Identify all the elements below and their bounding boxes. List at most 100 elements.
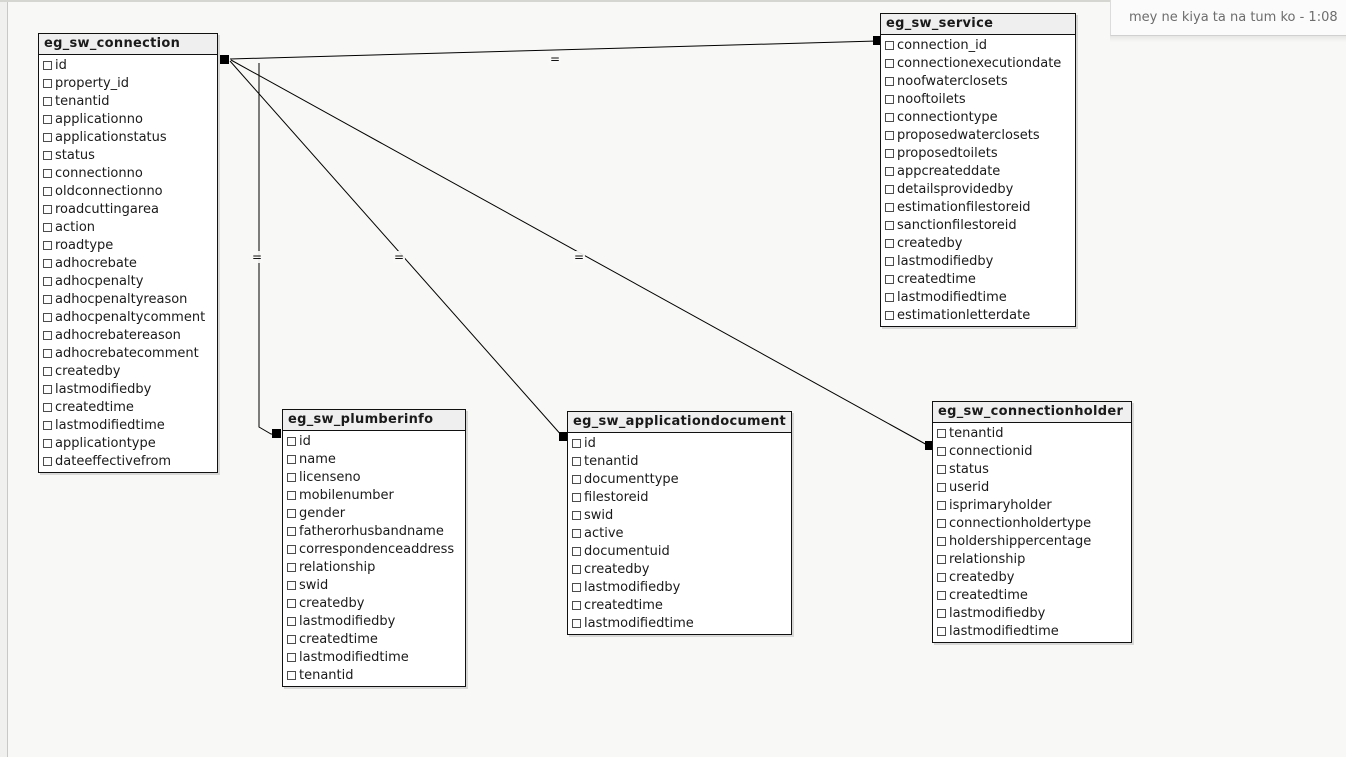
column-square-icon (287, 454, 296, 464)
field-row[interactable]: createdtime (933, 586, 1131, 604)
field-row[interactable]: userid (933, 478, 1131, 496)
field-row[interactable]: swid (283, 576, 465, 594)
field-row[interactable]: filestoreid (568, 488, 791, 506)
field-row[interactable]: id (39, 56, 217, 74)
field-row[interactable]: documenttype (568, 470, 791, 488)
field-row[interactable]: adhocpenaltyreason (39, 290, 217, 308)
field-row[interactable]: lastmodifiedby (881, 252, 1075, 270)
field-row[interactable]: status (39, 146, 217, 164)
field-row[interactable]: lastmodifiedtime (283, 648, 465, 666)
column-square-icon (43, 294, 52, 304)
field-row[interactable]: createdby (933, 568, 1131, 586)
field-row[interactable]: status (933, 460, 1131, 478)
field-row[interactable]: createdby (881, 234, 1075, 252)
field-row[interactable]: documentuid (568, 542, 791, 560)
field-row[interactable]: lastmodifiedtime (568, 614, 791, 632)
entity-title-eg_sw_plumberinfo: eg_sw_plumberinfo (283, 410, 465, 431)
field-row[interactable]: connection_id (881, 36, 1075, 54)
field-row[interactable]: roadcuttingarea (39, 200, 217, 218)
field-row[interactable]: adhocrebatecomment (39, 344, 217, 362)
field-row[interactable]: lastmodifiedby (568, 578, 791, 596)
column-square-icon (885, 58, 894, 68)
field-row[interactable]: relationship (933, 550, 1131, 568)
field-row[interactable]: estimationfilestoreid (881, 198, 1075, 216)
column-square-icon (43, 258, 52, 268)
column-square-icon (43, 312, 52, 322)
field-row[interactable]: lastmodifiedtime (881, 288, 1075, 306)
field-row[interactable]: adhocpenalty (39, 272, 217, 290)
field-row[interactable]: createdtime (881, 270, 1075, 288)
field-row[interactable]: proposedtoilets (881, 144, 1075, 162)
field-row[interactable]: createdtime (283, 630, 465, 648)
field-row[interactable]: proposedwaterclosets (881, 126, 1075, 144)
field-row[interactable]: action (39, 218, 217, 236)
field-row[interactable]: connectiontype (881, 108, 1075, 126)
field-row[interactable]: tenantid (933, 424, 1131, 442)
field-row[interactable]: applicationstatus (39, 128, 217, 146)
field-row[interactable]: id (283, 432, 465, 450)
field-row[interactable]: licenseno (283, 468, 465, 486)
field-row[interactable]: id (568, 434, 791, 452)
field-row[interactable]: adhocrebatereason (39, 326, 217, 344)
field-row[interactable]: connectionid (933, 442, 1131, 460)
field-row[interactable]: mobilenumber (283, 486, 465, 504)
field-name: userid (949, 479, 990, 495)
field-row[interactable]: lastmodifiedtime (39, 416, 217, 434)
field-row[interactable]: applicationno (39, 110, 217, 128)
field-row[interactable]: adhocrebate (39, 254, 217, 272)
field-row[interactable]: roadtype (39, 236, 217, 254)
field-row[interactable]: adhocpenaltycomment (39, 308, 217, 326)
field-row[interactable]: holdershippercentage (933, 532, 1131, 550)
column-square-icon (937, 572, 946, 582)
column-square-icon (885, 166, 894, 176)
column-square-icon (885, 184, 894, 194)
field-row[interactable]: createdtime (39, 398, 217, 416)
field-row[interactable]: isprimaryholder (933, 496, 1131, 514)
field-row[interactable]: createdtime (568, 596, 791, 614)
field-row[interactable]: connectionholdertype (933, 514, 1131, 532)
field-row[interactable]: createdby (39, 362, 217, 380)
field-row[interactable]: applicationtype (39, 434, 217, 452)
field-name: connection_id (897, 37, 987, 53)
field-row[interactable]: oldconnectionno (39, 182, 217, 200)
field-name: detailsprovidedby (897, 181, 1014, 197)
field-row[interactable]: lastmodifiedby (283, 612, 465, 630)
field-row[interactable]: name (283, 450, 465, 468)
field-row[interactable]: noofwaterclosets (881, 72, 1075, 90)
field-row[interactable]: correspondenceaddress (283, 540, 465, 558)
field-row[interactable]: lastmodifiedtime (933, 622, 1131, 640)
field-row[interactable]: connectionno (39, 164, 217, 182)
field-row[interactable]: nooftoilets (881, 90, 1075, 108)
field-row[interactable]: tenantid (39, 92, 217, 110)
field-row[interactable]: property_id (39, 74, 217, 92)
field-row[interactable]: tenantid (283, 666, 465, 684)
field-row[interactable]: detailsprovidedby (881, 180, 1075, 198)
relationship-label-connection-plumberinfo: = (251, 250, 264, 264)
field-row[interactable]: estimationletterdate (881, 306, 1075, 324)
field-row[interactable]: swid (568, 506, 791, 524)
field-row[interactable]: sanctionfilestoreid (881, 216, 1075, 234)
field-row[interactable]: dateeffectivefrom (39, 452, 217, 470)
column-square-icon (885, 112, 894, 122)
field-row[interactable]: gender (283, 504, 465, 522)
field-row[interactable]: relationship (283, 558, 465, 576)
field-row[interactable]: lastmodifiedby (933, 604, 1131, 622)
field-row[interactable]: lastmodifiedby (39, 380, 217, 398)
field-name: name (299, 451, 336, 467)
field-row[interactable]: appcreateddate (881, 162, 1075, 180)
notification-toast[interactable]: mey ne kiya ta na tum ko - 1:08 (1110, 0, 1346, 36)
field-row[interactable]: fatherorhusbandname (283, 522, 465, 540)
field-row[interactable]: active (568, 524, 791, 542)
field-row[interactable]: tenantid (568, 452, 791, 470)
field-row[interactable]: connectionexecutiondate (881, 54, 1075, 72)
field-row[interactable]: createdby (568, 560, 791, 578)
field-row[interactable]: createdby (283, 594, 465, 612)
